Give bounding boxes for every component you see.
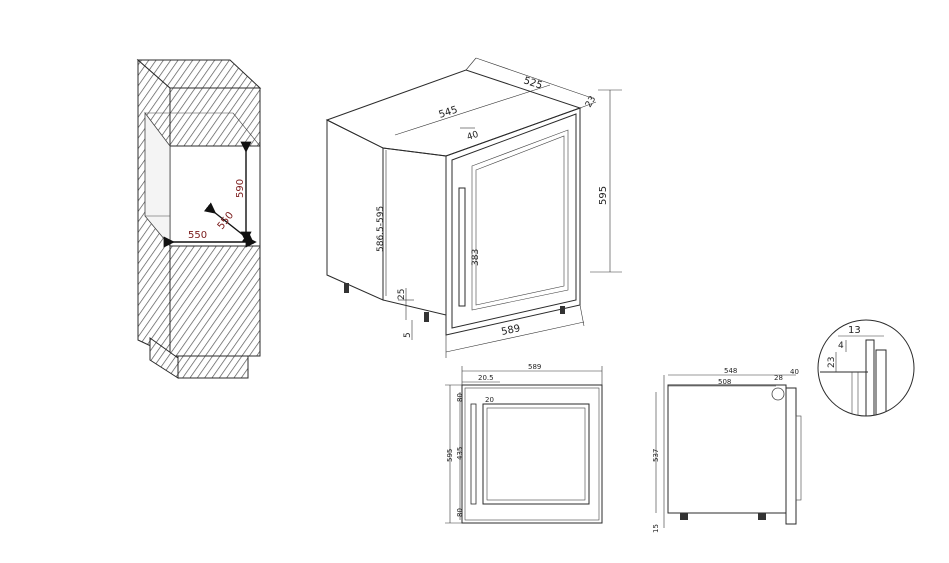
front-dim-edge-label: 20.5 [478, 374, 494, 382]
appliance-door-glass [471, 129, 569, 311]
dim-label-40: 40 [466, 130, 480, 143]
appliance-left-face [326, 119, 384, 301]
dim-line-545 [394, 84, 551, 136]
side-foot-rear [680, 513, 688, 520]
niche-width-label: 550 [188, 230, 207, 241]
side-dim-b-label: 40 [790, 368, 799, 376]
niche-inner-top-edge [232, 112, 261, 147]
detail-door-edge [865, 339, 875, 416]
front-dim-top-margin-label: 80 [456, 393, 464, 402]
side-dim-height-label: 537 [652, 449, 660, 462]
niche-height-label: 590 [235, 179, 246, 198]
appliance-foot-front-right [560, 306, 565, 314]
dim-label-5: 5 [403, 332, 413, 338]
dim-label-545: 545 [438, 104, 460, 120]
appliance-foot-rear-left [344, 283, 349, 293]
dim-label-595: 595 [598, 186, 609, 205]
dim-line-23 [579, 101, 597, 109]
appliance-door-frame [445, 107, 581, 336]
appliance-door-glass-inner [475, 135, 565, 306]
detail-door-panel [875, 349, 887, 416]
dim-line-525 [475, 57, 593, 99]
side-door [785, 387, 797, 525]
detail-dim-13-label: 13 [848, 325, 861, 336]
dim-label-589: 589 [500, 323, 521, 338]
cabinet-upper-front [169, 87, 261, 147]
appliance-foot-front-left [424, 312, 429, 322]
front-dim-bottom-margin-label: 80 [456, 508, 464, 517]
dim-ext-589-right [579, 304, 585, 327]
cabinet-niche-view: 590 550 550 [136, 58, 262, 379]
front-glass-inner [486, 407, 586, 501]
appliance-body-face [382, 147, 447, 316]
front-glass [482, 403, 590, 505]
side-dim-body-label: 508 [718, 378, 731, 386]
dim-label-25: 25 [397, 289, 407, 300]
detail-dim-4-label: 4 [838, 341, 844, 351]
side-dim-a-label: 28 [774, 374, 783, 382]
detail-dim-23-label: 23 [827, 357, 837, 368]
dim-label-383: 383 [471, 249, 481, 266]
side-body [667, 384, 787, 514]
side-dim-foot-label: 15 [652, 524, 660, 533]
side-handle [795, 415, 802, 501]
side-dim-total-label: 548 [724, 367, 737, 375]
cabinet-lower-front [169, 245, 261, 357]
dim-line-589 [445, 321, 585, 353]
front-dim-inner-label: 435 [456, 447, 464, 460]
front-outline-inner [464, 387, 600, 521]
side-foot-front [758, 513, 766, 520]
side-detail-marker [771, 387, 785, 401]
front-outline [461, 384, 603, 524]
dim-label-586: 586.5-595 [376, 206, 386, 252]
side-elevation-view: 548 508 28 40 537 15 [652, 367, 802, 533]
dim-ext [465, 57, 477, 71]
front-dim-height-label: 595 [446, 449, 454, 462]
cabinet-plinth-front [177, 355, 249, 379]
appliance-handle [458, 187, 466, 307]
front-handle [470, 403, 477, 505]
detail-circle-view: 13 4 23 [817, 319, 915, 417]
dim-label-23: 23 [584, 95, 598, 110]
appliance-door-inner-frame [451, 113, 577, 329]
front-dim-top-gap-label: 20 [485, 396, 494, 404]
front-elevation-view: 589 20.5 20 595 80 435 80 [445, 363, 603, 524]
front-dim-width-label: 589 [528, 363, 541, 371]
isometric-appliance-view: 525 545 23 40 595 586.5-595 383 25 5 589 [325, 57, 622, 358]
